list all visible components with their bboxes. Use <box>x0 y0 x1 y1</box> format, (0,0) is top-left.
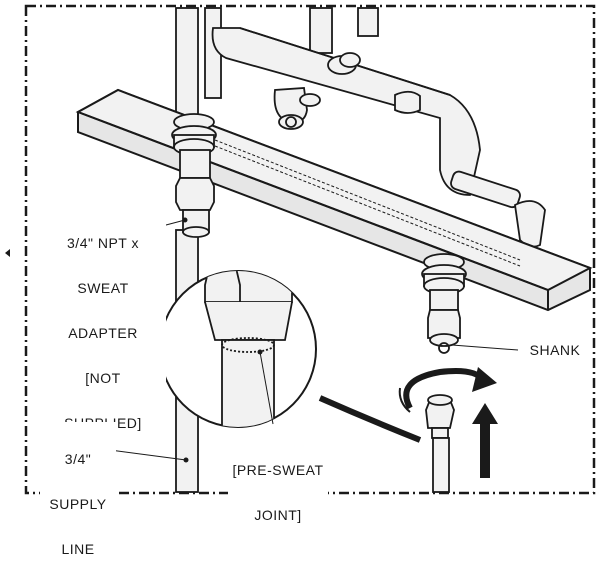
adapter-label-line-4: [NOT <box>85 370 121 386</box>
shank-leader <box>451 344 519 351</box>
valve-body <box>211 7 546 248</box>
left-pointer-icon <box>5 249 10 257</box>
left-back-pipe <box>175 7 199 493</box>
magnifier-leader <box>318 395 422 443</box>
adapter-leader-dot <box>182 217 188 223</box>
supply-leader <box>109 449 187 461</box>
pre-sweat-label-line-2: JOINT] <box>254 507 302 523</box>
supply-line-label-line-2: SUPPLY <box>49 496 107 512</box>
pre-sweat-leader-dot <box>257 349 263 355</box>
shank-label: SHANK <box>529 342 581 358</box>
magnifier <box>159 270 317 428</box>
supply-leader-dot <box>183 457 189 463</box>
supply-line-label-line-3: LINE <box>61 541 95 557</box>
supply-line-label-line-1: 3/4" <box>64 451 92 467</box>
supply-nut <box>425 394 455 493</box>
up-arrow-icon <box>472 403 498 478</box>
pre-sweat-label-line-1: [PRE-SWEAT <box>232 462 324 478</box>
rotate-arrow-icon <box>398 367 497 413</box>
supply-line-label: 3/4" SUPPLY LINE <box>40 422 116 572</box>
adapter-label: 3/4" NPT x SWEAT ADAPTER [NOT SUPPLIED] <box>40 206 166 446</box>
pre-sweat-leader <box>259 351 274 425</box>
adapter-label-line-1: 3/4" NPT x <box>67 235 139 251</box>
right-shank-stack <box>421 253 467 354</box>
adapter-label-line-2: SWEAT <box>77 280 129 296</box>
installation-diagram: 3/4" NPT x SWEAT ADAPTER [NOT SUPPLIED] … <box>5 4 596 557</box>
left-fitting-stack <box>171 113 217 238</box>
diagram-drawing <box>5 4 596 495</box>
pre-sweat-label: [PRE-SWEAT JOINT] <box>228 433 328 538</box>
dash-dot-border <box>24 4 596 495</box>
adapter-label-line-3: ADAPTER <box>68 325 138 341</box>
